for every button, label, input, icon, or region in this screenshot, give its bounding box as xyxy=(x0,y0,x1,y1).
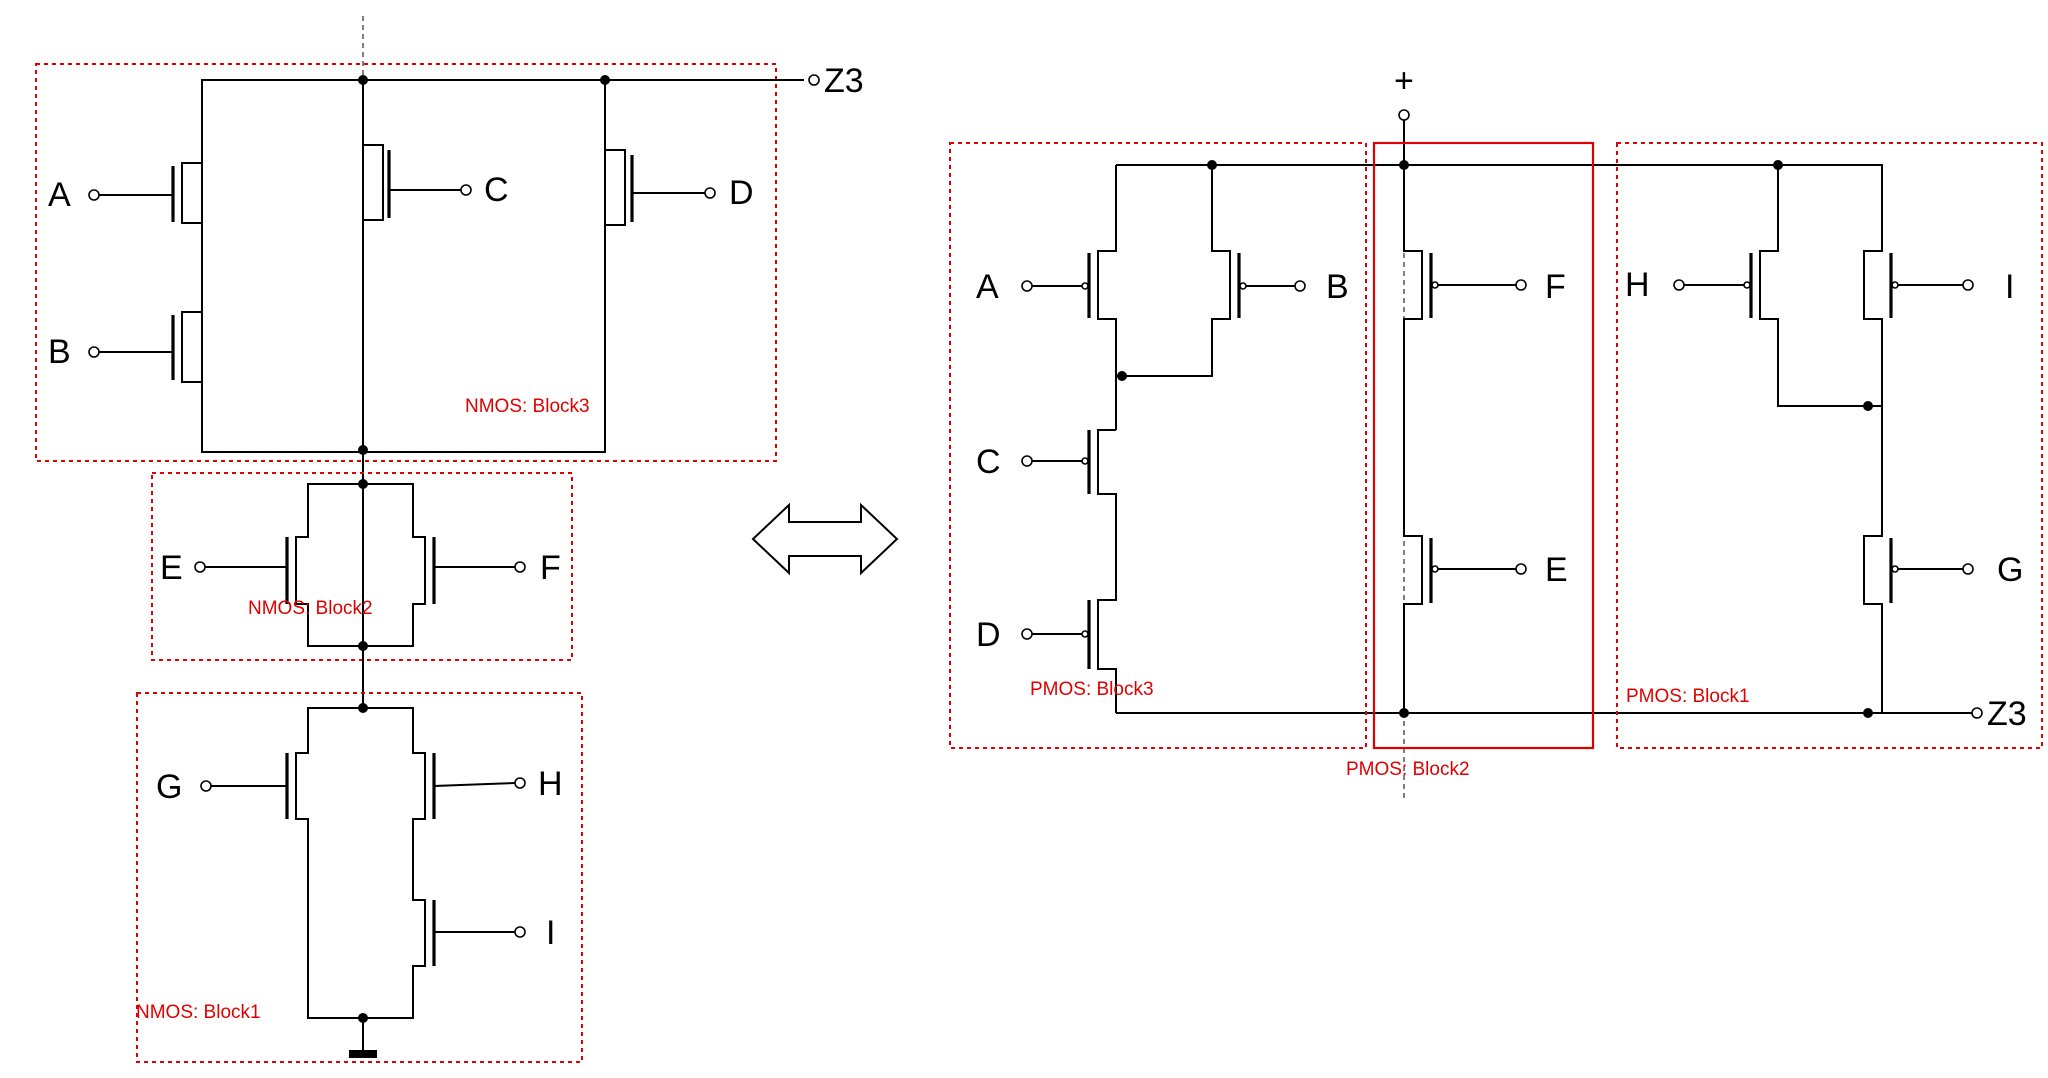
nmos-block3-outline xyxy=(35,63,777,462)
nmos-input-a-label: A xyxy=(48,176,71,214)
nmos-input-d-label: D xyxy=(729,174,754,212)
pmos-input-d-label: D xyxy=(976,616,1001,654)
double-arrow-icon xyxy=(751,502,899,576)
pmos-network: + xyxy=(949,62,2043,800)
pmos-block3-outline xyxy=(949,142,1367,749)
pmos-block1-label: PMOS: Block1 xyxy=(1626,686,1750,707)
pmos-block3-label: PMOS: Block3 xyxy=(1030,679,1154,700)
pmos-block2 xyxy=(1372,141,1595,750)
supply-plus-label: + xyxy=(1394,62,1414,100)
nmos-output-z3-label: Z3 xyxy=(824,62,864,100)
pmos-input-f-label: F xyxy=(1545,268,1566,306)
nmos-block1 xyxy=(136,692,583,1063)
pmos-block1 xyxy=(1616,142,2043,749)
pmos-block1-outline xyxy=(1616,142,2043,749)
nmos-input-b-label: B xyxy=(48,333,71,371)
nmos-input-i-label: I xyxy=(546,914,555,952)
pmos-input-i-label: I xyxy=(2005,268,2014,306)
nmos-network: A B C D E F G H I Z3 NMOS: Block3 NMOS: … xyxy=(35,16,864,1063)
ground-icon xyxy=(349,1050,377,1058)
pmos-input-e-label: E xyxy=(1545,551,1568,589)
pmos-input-g-label: G xyxy=(1997,551,2023,589)
pmos-input-h-label: H xyxy=(1625,266,1650,304)
pmos-block2-outline xyxy=(1372,141,1595,750)
pmos-input-c-label: C xyxy=(976,443,1001,481)
nmos-input-h-label: H xyxy=(538,765,563,803)
pmos-output-z3-label: Z3 xyxy=(1987,695,2027,733)
nmos-block2 xyxy=(151,472,573,661)
pmos-block3 xyxy=(949,142,1367,749)
nmos-block3 xyxy=(35,63,820,462)
nmos-input-g-label: G xyxy=(156,768,182,806)
nmos-block1-outline xyxy=(136,692,583,1063)
pmos-input-a-label: A xyxy=(976,268,999,306)
pmos-block2-label: PMOS: Block2 xyxy=(1346,759,1470,780)
nmos-input-c-label: C xyxy=(484,171,509,209)
nmos-block2-label: NMOS: Block2 xyxy=(248,598,373,619)
nmos-input-f-label: F xyxy=(540,549,561,587)
nmos-block1-label: NMOS: Block1 xyxy=(136,1002,261,1023)
nmos-block3-label: NMOS: Block3 xyxy=(465,396,590,417)
pmos-input-b-label: B xyxy=(1326,268,1349,306)
nmos-input-e-label: E xyxy=(160,549,183,587)
